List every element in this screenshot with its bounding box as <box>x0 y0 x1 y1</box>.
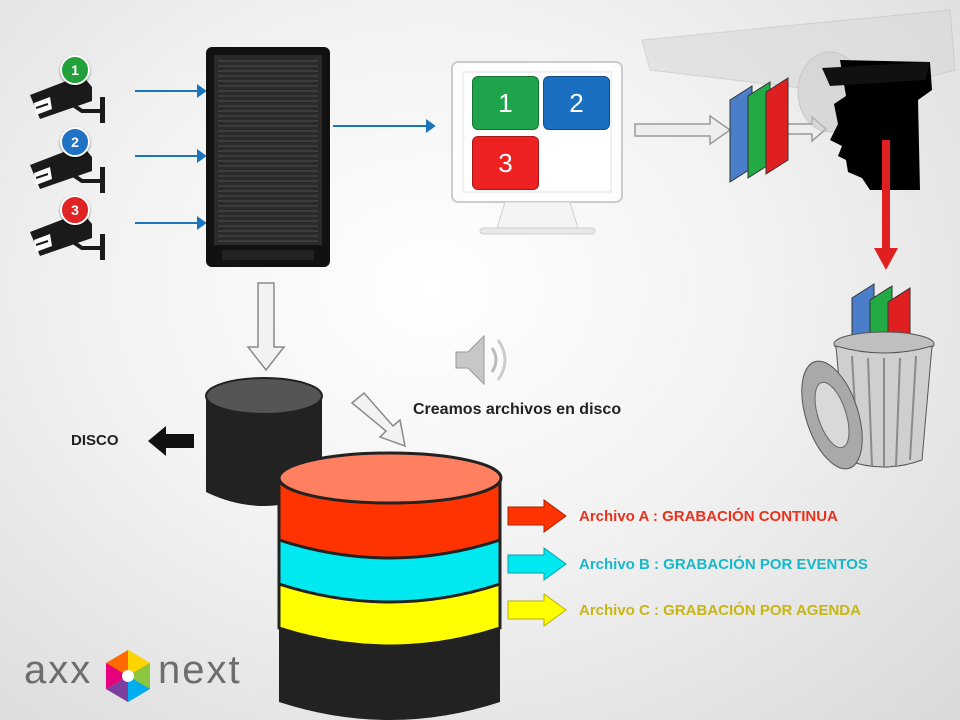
file-b-arrow <box>507 547 567 581</box>
viewer-head-icon <box>822 60 932 190</box>
file-a-label: Archivo A : GRABACIÓN CONTINUA <box>579 508 838 525</box>
camera-server-arrows <box>135 84 207 230</box>
discard-arrow <box>874 140 898 270</box>
file-a-arrow <box>507 499 567 533</box>
camera-badge-3: 3 <box>60 195 90 225</box>
axxon-logo-icon <box>106 650 150 702</box>
monitor-tile-1: 1 <box>472 76 539 130</box>
logo-left-text: axx <box>24 648 93 692</box>
camera-badge-1: 1 <box>60 55 90 85</box>
logo-right-text: next <box>158 648 242 692</box>
monitor-to-viewer-arrow <box>634 114 732 146</box>
monitor-tile-3: 3 <box>472 136 539 190</box>
server-tower-icon <box>206 47 330 267</box>
trash-can-icon <box>801 283 935 470</box>
camera-badge-2: 2 <box>60 127 90 157</box>
disk-label: DISCO <box>71 432 119 449</box>
server-monitor-arrow <box>333 119 436 133</box>
disk-to-files-arrow <box>350 391 406 448</box>
file-c-label: Archivo C : GRABACIÓN POR AGENDA <box>579 602 861 619</box>
disk-label-arrow <box>148 426 194 456</box>
monitor-tile-2: 2 <box>543 76 610 130</box>
server-to-disk-arrow <box>246 282 286 372</box>
caption-text: Creamos archivos en disco <box>413 401 622 418</box>
video-frames-icon <box>729 77 789 183</box>
file-b-label: Archivo B : GRABACIÓN POR EVENTOS <box>579 556 868 573</box>
file-c-arrow <box>507 593 567 627</box>
speaker-icon <box>455 334 507 386</box>
files-database-icon <box>277 451 503 720</box>
